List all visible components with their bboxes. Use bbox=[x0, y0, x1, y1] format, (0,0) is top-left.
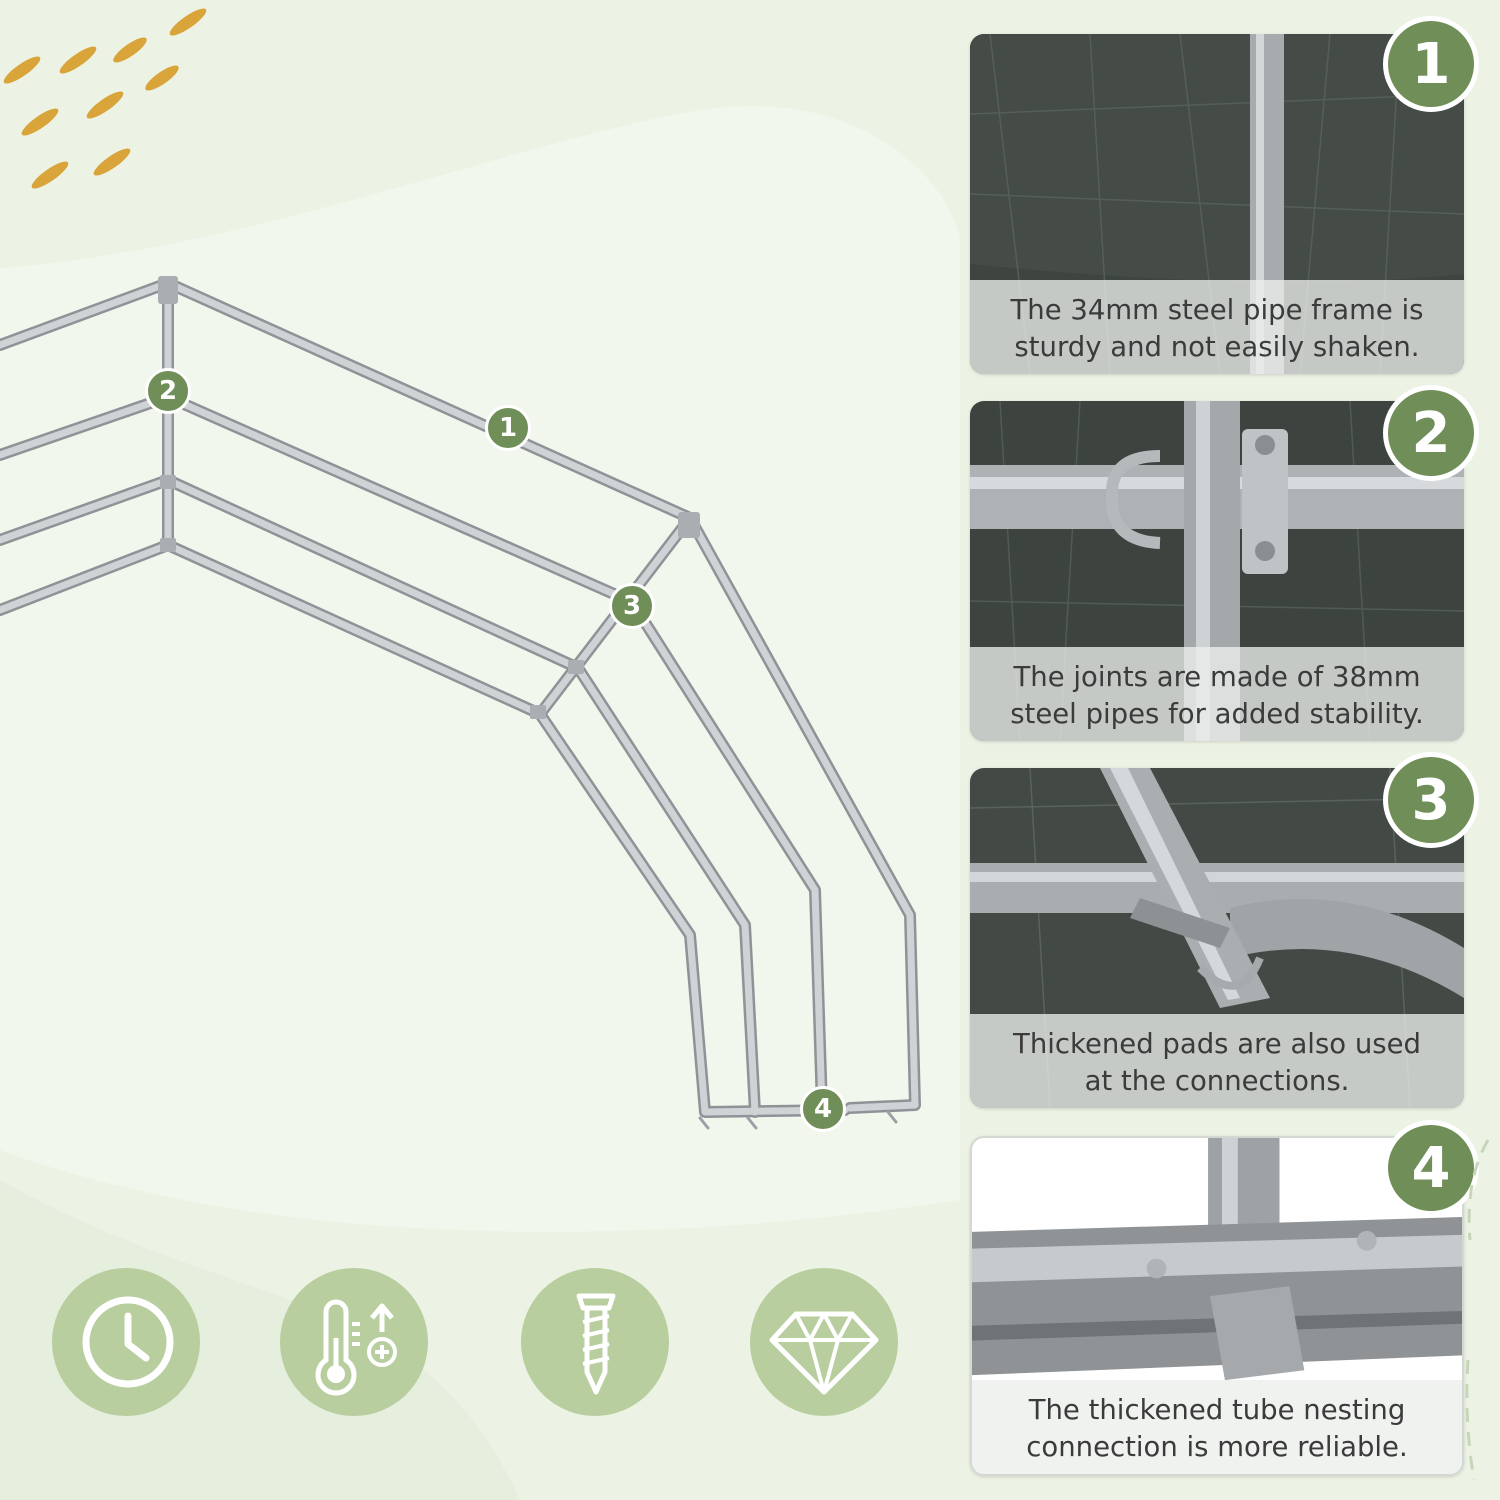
frame-marker-2: 2 bbox=[145, 368, 191, 414]
screw-icon bbox=[576, 1293, 616, 1395]
feature-clock bbox=[52, 1268, 200, 1416]
panel-2-caption: The joints are made of 38mm steel pipes … bbox=[970, 647, 1464, 741]
panel-3-caption-line-2: at the connections. bbox=[1084, 1065, 1350, 1097]
decorative-dashes bbox=[3, 8, 207, 189]
panel-4-number-badge: 4 bbox=[1383, 1120, 1479, 1216]
panel-1-caption-line-1: The 34mm steel pipe frame is bbox=[1010, 294, 1424, 326]
panel-4-caption-line-2: connection is more reliable. bbox=[1026, 1431, 1408, 1463]
clock-icon bbox=[82, 1296, 174, 1388]
frame-marker-1: 1 bbox=[485, 405, 531, 451]
diamond-icon bbox=[769, 1311, 879, 1395]
frame-marker-3: 3 bbox=[609, 583, 655, 629]
frame-marker-4: 4 bbox=[800, 1086, 846, 1132]
thermometer-temperature-icon bbox=[315, 1299, 397, 1396]
feature-screw bbox=[521, 1268, 669, 1416]
panel-2-caption-line-2: steel pipes for added stability. bbox=[1010, 698, 1424, 730]
feature-diamond bbox=[750, 1268, 898, 1416]
decorative-arc-lines bbox=[1465, 1139, 1490, 1481]
panel-4-caption-line-1: The thickened tube nesting bbox=[1028, 1394, 1406, 1426]
feature-temperature bbox=[280, 1268, 428, 1416]
detail-panel-2: The joints are made of 38mm steel pipes … bbox=[970, 401, 1464, 741]
panel-2-number-badge: 2 bbox=[1383, 385, 1479, 481]
panel-2-caption-line-1: The joints are made of 38mm bbox=[1013, 661, 1421, 693]
panel-3-caption-line-1: Thickened pads are also used bbox=[1013, 1028, 1421, 1060]
panel-1-number-badge: 1 bbox=[1383, 16, 1479, 112]
panel-4-caption: The thickened tube nesting connection is… bbox=[972, 1380, 1462, 1474]
panel-1-caption: The 34mm steel pipe frame is sturdy and … bbox=[970, 280, 1464, 374]
panel-3-caption: Thickened pads are also used at the conn… bbox=[970, 1014, 1464, 1108]
panel-3-number-badge: 3 bbox=[1383, 752, 1479, 848]
panel-1-caption-line-2: sturdy and not easily shaken. bbox=[1014, 331, 1420, 363]
steel-frame-illustration bbox=[0, 276, 921, 1130]
detail-panel-3: Thickened pads are also used at the conn… bbox=[970, 768, 1464, 1108]
detail-panel-1: The 34mm steel pipe frame is sturdy and … bbox=[970, 34, 1464, 374]
detail-panel-4: The thickened tube nesting connection is… bbox=[970, 1136, 1464, 1476]
